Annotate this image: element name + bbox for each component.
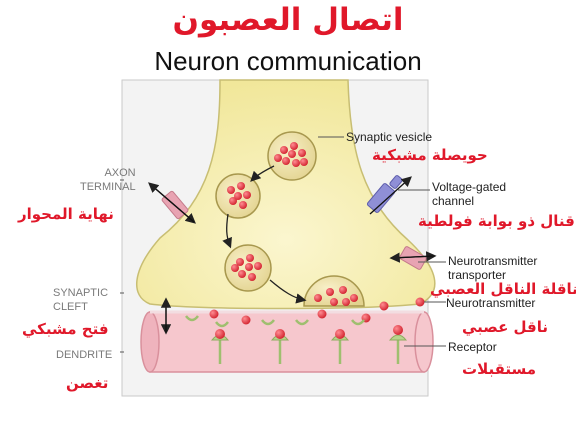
synaptic-cleft-label-ar: فتح مشبكي: [22, 320, 109, 338]
receptors: [185, 315, 400, 364]
title-arabic: اتصال العصبون: [172, 2, 404, 38]
neurotransmitter-label-ar: ناقل عصبي: [462, 318, 549, 336]
synaptic-cleft-label-line1: SYNAPTIC: [53, 287, 109, 299]
synaptic-vesicle-3: [224, 244, 272, 292]
vesicle-path-arrows: [222, 165, 307, 304]
voltage-gated-channel-label-line1: Voltage-gated: [432, 180, 507, 194]
synaptic-vesicle-fusing: [303, 275, 365, 307]
axon-terminal-label-line2: TERMINAL: [80, 181, 136, 193]
axon-terminal-label-ar: نهاية المحوار: [18, 205, 114, 223]
released-neurotransmitters: [209, 297, 425, 325]
neurotransmitter-transporter-label-ar: ناقلة الناقل العصبي: [430, 280, 576, 298]
synaptic-vesicle-1: [267, 131, 317, 181]
dendrite-label-ar: تغصن: [66, 374, 109, 392]
synaptic-cleft-label-line2: CLEFT: [53, 301, 88, 313]
dendrite: [140, 310, 434, 373]
axon-terminal-label: AXON TERMINAL: [80, 166, 136, 194]
voltage-gated-channel-label-line2: channel: [432, 194, 475, 208]
neurotransmitter-transporter: [399, 246, 427, 270]
neurotransmitter-transporter-label-line2: transporter: [448, 268, 507, 282]
axon-terminal-label-line1: AXON: [104, 167, 136, 179]
voltage-gated-channel-label-ar: قنال ذو بوابة فولطية: [418, 212, 575, 230]
leader-lines: [120, 136, 446, 353]
neurotransmitter-label: Neurotransmitter: [446, 296, 536, 310]
neurotransmitter-transporter-label: Neurotransmitter transporter: [448, 254, 537, 282]
voltage-gated-channel-label: Voltage-gated channel: [432, 180, 506, 208]
synaptic-cleft-label: SYNAPTIC CLEFT: [53, 286, 108, 314]
dendrite-label: DENDRITE: [56, 349, 113, 361]
title-english: Neuron communication: [154, 46, 422, 76]
ion-flow-arrows: [148, 176, 437, 335]
synaptic-vesicle-label: Synaptic vesicle: [346, 130, 433, 144]
voltage-gated-channel: [366, 175, 403, 213]
synaptic-vesicle-label-ar: حويصلة مشبكية: [372, 146, 488, 164]
receptor-label-ar: مستقبلات: [462, 360, 537, 378]
synaptic-vesicle-2: [215, 173, 261, 219]
receptor-label: Receptor: [448, 340, 497, 354]
neurotransmitter-transporter-label-line1: Neurotransmitter: [448, 254, 538, 268]
